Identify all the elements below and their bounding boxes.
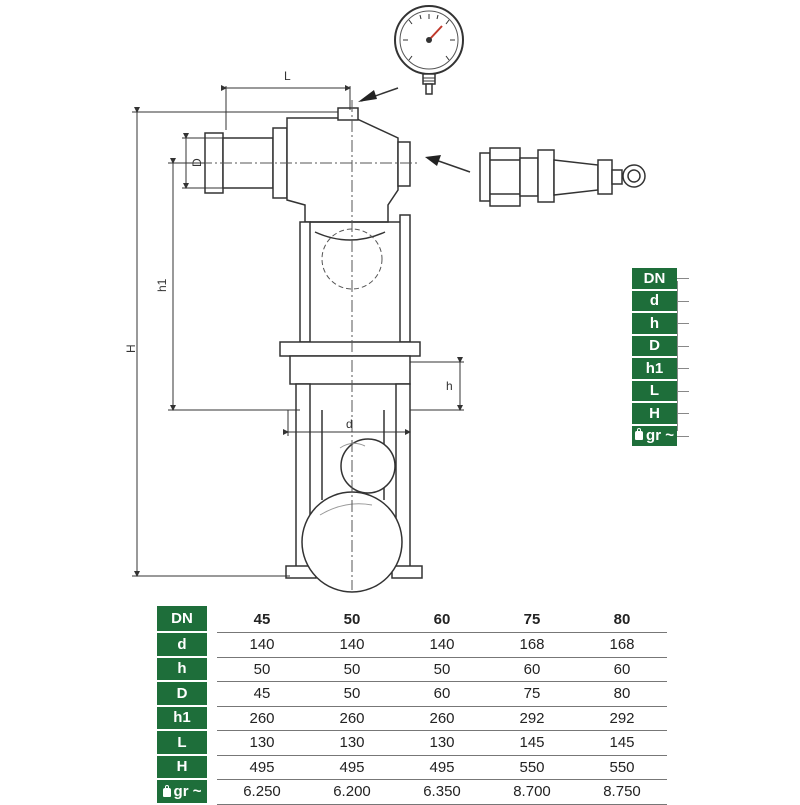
spacer — [207, 682, 217, 707]
dim-label-h: h — [446, 379, 453, 393]
dim-label-L: L — [284, 69, 291, 83]
table-cell: 140 — [307, 633, 397, 658]
table-cell: 75 — [487, 606, 577, 633]
table-cell: 260 — [307, 707, 397, 731]
row-header-label: gr ~ — [173, 782, 202, 800]
dim-label-d: d — [346, 417, 353, 431]
row-header-dn: DN — [157, 606, 207, 633]
spacer — [207, 731, 217, 756]
table-cell: 260 — [397, 707, 487, 731]
small-float — [340, 438, 396, 494]
row-header-gr: gr ~ — [157, 780, 207, 805]
legend-cell-L: L — [632, 380, 677, 401]
legend-weight-label: gr ~ — [646, 427, 674, 445]
table-cell: 60 — [397, 682, 487, 707]
dim-label-D: D — [190, 158, 204, 167]
spacer — [207, 707, 217, 732]
table-cell: 260 — [217, 707, 307, 731]
table-cell: 8.750 — [577, 780, 667, 805]
table-cell: 550 — [577, 756, 667, 780]
legend-cell-D: D — [632, 335, 677, 356]
spacer — [207, 658, 217, 683]
legend-cell-h1: h1 — [632, 358, 677, 379]
internal-ball — [321, 228, 383, 290]
legend-cell-dn: DN — [632, 268, 677, 289]
table-cell: 60 — [577, 658, 667, 682]
row-header-d: d — [157, 633, 207, 658]
table-cell: 292 — [487, 707, 577, 731]
table-cell: 50 — [307, 606, 397, 633]
table-cell: 130 — [397, 731, 487, 756]
valve-body — [204, 107, 423, 579]
table-cell: 168 — [487, 633, 577, 658]
table-cell: 50 — [217, 658, 307, 682]
table-cell: 145 — [487, 731, 577, 756]
legend-cell-H: H — [632, 403, 677, 424]
legend-connector-line — [677, 281, 678, 431]
spacer — [207, 633, 217, 658]
table-cell: 495 — [307, 756, 397, 780]
legend-cell-d: d — [632, 290, 677, 311]
weight-icon — [635, 428, 644, 441]
table-cell: 6.350 — [397, 780, 487, 805]
table-cell: 6.200 — [307, 780, 397, 805]
spacer — [207, 756, 217, 781]
table-cell: 495 — [397, 756, 487, 780]
spacer — [207, 780, 217, 805]
legend-cell-h: h — [632, 313, 677, 334]
table-cell: 495 — [217, 756, 307, 780]
table-cell: 130 — [307, 731, 397, 756]
table-cell: 145 — [577, 731, 667, 756]
table-cell: 292 — [577, 707, 667, 731]
table-cell: 8.700 — [487, 780, 577, 805]
legend-cell-weight: gr ~ — [632, 425, 677, 446]
table-cell: 140 — [397, 633, 487, 658]
table-cell: 6.250 — [217, 780, 307, 805]
row-header-h: H — [157, 755, 207, 780]
spacer — [207, 606, 217, 633]
table-cell: 50 — [307, 658, 397, 682]
dim-label-h1: h1 — [155, 278, 169, 292]
row-header-l: L — [157, 731, 207, 756]
dim-label-H: H — [124, 344, 138, 353]
table-cell: 50 — [307, 682, 397, 707]
table-cell: 168 — [577, 633, 667, 658]
table-cell: 550 — [487, 756, 577, 780]
table-cell: 60 — [487, 658, 577, 682]
table-cell: 140 — [217, 633, 307, 658]
table-cell: 45 — [217, 682, 307, 707]
table-cell: 50 — [397, 658, 487, 682]
row-header-h1: h1 — [157, 706, 207, 731]
table-cell: 45 — [217, 606, 307, 633]
row-header-h: h — [157, 657, 207, 682]
table-cell: 75 — [487, 682, 577, 707]
table-cell: 80 — [577, 682, 667, 707]
table-cell: 60 — [397, 606, 487, 633]
side-valve-fitting-icon — [479, 147, 646, 207]
row-header-d: D — [157, 682, 207, 707]
pressure-gauge-icon — [394, 5, 464, 95]
weight-icon — [162, 784, 171, 797]
table-cell: 80 — [577, 606, 667, 633]
table-cell: 130 — [217, 731, 307, 756]
